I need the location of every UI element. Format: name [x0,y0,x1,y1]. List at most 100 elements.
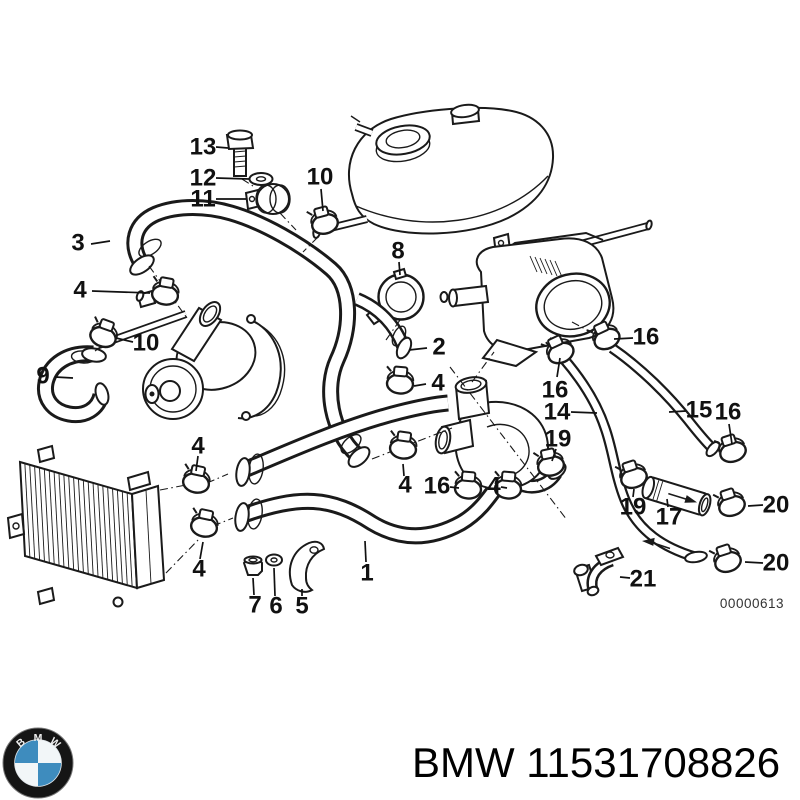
part-callout-5: 5 [295,593,308,620]
part-callout-7: 7 [248,592,261,619]
callout-leader-14 [570,411,598,414]
callout-leader-3 [90,240,111,245]
part-callout-19: 19 [620,494,647,521]
callout-leader-9 [54,376,74,379]
washer-6 [265,553,283,567]
part-callout-20: 20 [763,550,790,577]
part-callout-13: 13 [190,134,217,161]
part-callout-6: 6 [269,593,282,620]
part-number-text: BMW 11531708826 [412,739,780,786]
part-callout-4: 4 [398,472,412,499]
part-callout-16: 16 [542,377,569,404]
flow-arrow-left [642,537,655,546]
bracket-21 [573,546,625,597]
washer-12 [248,172,274,186]
part-callout-3: 3 [71,230,84,257]
roundel-quadrant-white-bl [15,763,38,786]
callout-leader-13 [215,146,229,149]
part-callout-14: 14 [544,399,571,426]
bmw-logo: B M W [2,727,74,799]
hose-clamp [84,314,123,352]
callout-leader-20 [744,561,764,564]
callout-leader-4 [199,541,204,560]
nut-7 [242,555,263,576]
callout-leader-6 [273,567,276,597]
callout-leader-4 [500,486,508,489]
radiator-drawing [6,444,166,608]
radiator-fins [24,463,133,587]
hose-clamp [383,364,416,396]
callout-leader-7 [252,577,255,596]
callout-leader-4 [91,290,151,294]
callout-leader-17 [666,498,669,508]
callout-leader-4 [402,463,405,477]
clamp-ring-8 [365,267,425,326]
throttle-body-drawing [439,219,653,368]
hose-14 [558,354,708,564]
upper-radiator-hose [235,394,449,487]
hose-3 [126,199,371,468]
callout-leader-10 [115,337,134,343]
part-callout-16: 16 [424,473,451,500]
bracket-5 [288,540,326,593]
part-callout-4: 4 [487,473,501,500]
doc-number: 00000613 [720,596,784,611]
logo-letter-m: M [34,732,43,744]
spring-coil [529,255,563,278]
part-callout-1: 1 [360,560,373,587]
callout-leader-16 [556,357,561,378]
callout-leader-20 [747,504,764,507]
part-callout-4: 4 [73,277,87,304]
part-callout-11: 11 [190,186,215,213]
roundel-quadrant-white-tr [38,740,61,763]
expansion-tank-drawing [347,103,555,235]
part-callout-15: 15 [686,397,713,424]
part-callout-9: 9 [36,363,49,390]
footer: B M W BMW 11531708826 [2,727,780,799]
callout-leader-16 [613,337,634,340]
callout-leader-1 [364,540,367,563]
part-callout-20: 20 [763,492,790,519]
part-callout-10: 10 [133,330,160,357]
flow-arrow-right [684,495,698,503]
roundel-quadrant-blue-br [38,763,61,786]
part-callout-16: 16 [633,324,660,351]
part-callout-17: 17 [656,504,683,531]
part-callout-10: 10 [307,164,334,191]
part-callout-16: 16 [715,399,742,426]
hose-15 [608,343,721,458]
water-pump-drawing [135,289,286,421]
part-callout-2: 2 [432,334,445,361]
callout-leader-16 [449,486,460,489]
hose-9 [37,345,110,424]
roundel-quadrant-blue-tl [15,740,38,763]
part-callout-4: 4 [191,433,205,460]
callout-leader-15 [668,410,687,413]
pump-pulley [142,358,204,420]
callout-leader-12 [215,177,250,180]
callout-leader-19 [551,448,557,462]
callout-leader-4 [195,455,199,472]
hose-clamp [186,506,222,541]
pipe-17 [641,475,712,517]
part-callout-8: 8 [391,238,404,265]
part-callout-4: 4 [192,556,206,583]
part-callout-12: 12 [190,165,217,192]
part-callout-19: 19 [545,426,572,453]
callout-leader-8 [398,261,401,276]
holder-11 [244,183,291,215]
part-callout-4: 4 [431,370,445,397]
callout-leader-4 [413,383,427,387]
callout-leader-10 [320,188,324,212]
part-callout-21: 21 [630,566,657,593]
callout-leader-16 [728,423,733,445]
callout-leader-19 [632,488,635,498]
bolt-13 [225,129,255,177]
hose-clamp [386,428,420,462]
callout-leader-2 [408,347,428,351]
hose-clamp [707,540,745,577]
construction-lines [94,178,599,574]
